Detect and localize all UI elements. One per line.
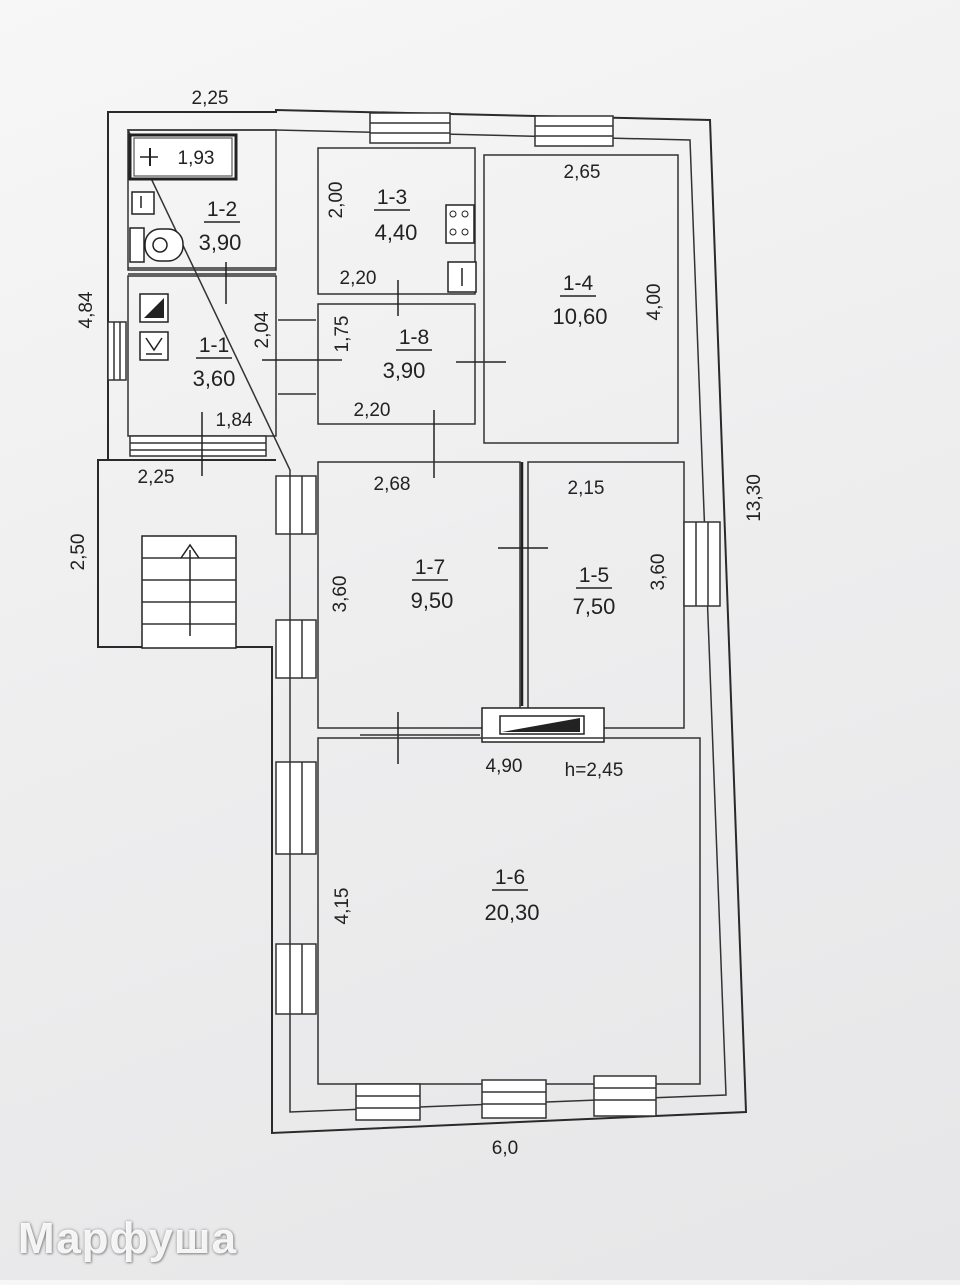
room-1-8-outline — [317, 303, 476, 425]
room-1-1-area: 3,60 — [193, 366, 236, 391]
room-1-7-id: 1-7 — [415, 556, 445, 579]
watermark: Марфуша — [18, 1214, 238, 1263]
room-1-4-outline — [483, 154, 679, 444]
dim-r13-side: 2,00 — [326, 182, 347, 219]
window-top-2 — [534, 115, 614, 147]
room-1-6-area: 20,30 — [484, 900, 539, 925]
dim-r11-side: 2,04 — [252, 311, 273, 348]
room-1-2-id: 1-2 — [207, 198, 237, 221]
dim-r14-top: 2,65 — [564, 162, 601, 183]
window-right-1 — [683, 521, 721, 607]
room-1-5-id: 1-5 — [579, 564, 609, 587]
window-bottom-3 — [593, 1075, 657, 1117]
dim-bottom: 6,0 — [492, 1138, 518, 1159]
dim-r15-top: 2,15 — [568, 478, 605, 499]
sink-icon — [447, 261, 477, 293]
dim-r14-side: 4,00 — [644, 284, 665, 321]
room-1-2-outline — [127, 129, 277, 271]
room-1-3-area: 4,40 — [375, 220, 418, 245]
outer-wall — [97, 108, 748, 1135]
room-1-5-area: 7,50 — [573, 594, 616, 619]
dim-r17-side: 3,60 — [330, 576, 351, 613]
room-1-4-area: 10,60 — [552, 304, 607, 329]
room-1-8-id: 1-8 — [399, 326, 429, 349]
window-r11-bottom — [129, 435, 267, 457]
window-top-1 — [369, 112, 451, 144]
window-bottom-2 — [481, 1079, 547, 1119]
window-bottom-1 — [355, 1083, 421, 1121]
dim-right: 13,30 — [744, 474, 765, 522]
room-1-7-outline — [317, 461, 521, 729]
dim-r16-top: 4,90 — [486, 756, 523, 777]
room-1-8-area: 3,90 — [383, 358, 426, 383]
dim-top: 2,25 — [192, 88, 229, 109]
window-left-5 — [275, 943, 317, 1015]
staircase — [141, 535, 237, 649]
dim-r18-bottom: 2,20 — [354, 400, 391, 421]
stove-icon — [139, 331, 169, 361]
cooktop-icon — [445, 204, 475, 244]
window-left-1 — [107, 321, 127, 381]
dim-r17-top: 2,68 — [374, 474, 411, 495]
height-note: h=2,45 — [565, 760, 624, 781]
sink — [131, 191, 155, 215]
dim-r13-bottom: 2,20 — [340, 268, 377, 289]
room-id-underlines — [196, 209, 612, 891]
dim-r16-side: 4,15 — [332, 888, 353, 925]
room-1-3-id: 1-3 — [377, 186, 407, 209]
room-1-2-area: 3,90 — [199, 230, 242, 255]
dim-bath: 1,93 — [178, 148, 215, 169]
window-left-4 — [275, 761, 317, 855]
room-1-4-id: 1-4 — [563, 272, 594, 295]
window-left-3 — [275, 619, 317, 679]
room-1-7-area: 9,50 — [411, 588, 454, 613]
toilet-icon — [129, 227, 184, 263]
stove-heater-icon — [481, 707, 605, 743]
room-1-6-id: 1-6 — [495, 866, 525, 889]
dim-r15-side: 3,60 — [648, 554, 669, 591]
window-left-2 — [275, 475, 317, 535]
dim-r18-side: 1,75 — [332, 316, 353, 353]
dim-left-upper: 4,84 — [76, 291, 97, 328]
boiler-icon — [139, 293, 169, 323]
room-1-1-id: 1-1 — [199, 334, 229, 357]
dim-stair-width: 2,25 — [138, 467, 175, 488]
room-1-3-outline — [317, 147, 476, 295]
dim-left-lower: 2,50 — [68, 534, 89, 571]
dim-r11-bottom: 1,84 — [216, 410, 253, 431]
